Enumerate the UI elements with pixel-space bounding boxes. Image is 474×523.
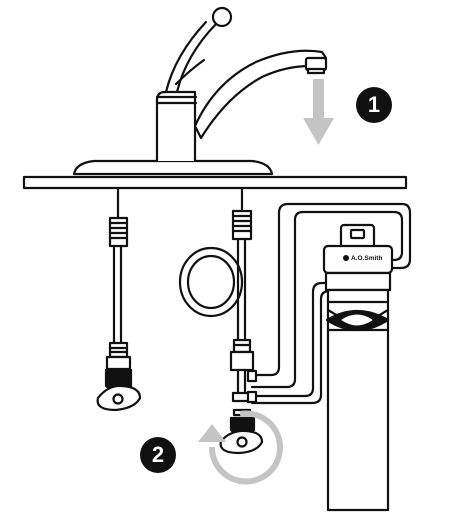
countertop: [22, 175, 408, 190]
left-supply-line: [96, 186, 142, 412]
filter-unit: A.O.Smith: [322, 223, 394, 512]
step-2-badge: 2: [140, 437, 176, 473]
coiled-tubing: [178, 246, 244, 318]
filter-tubing: [246, 202, 412, 405]
brand-label: A.O.Smith: [351, 255, 382, 262]
down-arrow-icon: [303, 79, 334, 145]
counterclockwise-rotate-icon: [198, 410, 283, 485]
faucet: [72, 6, 328, 176]
step-1-badge: 1: [356, 87, 392, 123]
